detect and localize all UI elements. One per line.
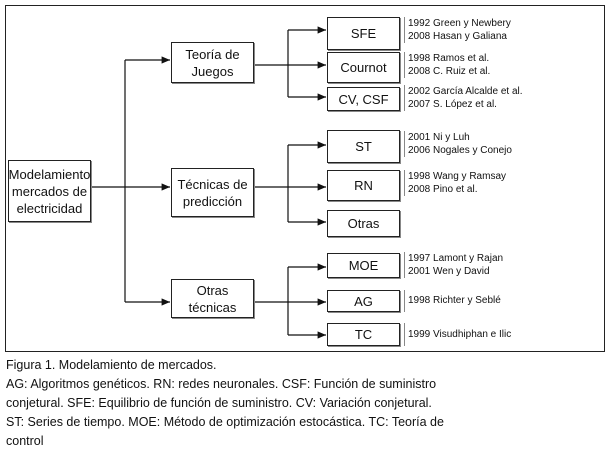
refs-moe: 1997 Lamont y Rajan 2001 Wen y David [404,252,503,278]
caption-line: control [6,434,44,448]
leaf-rn: RN [327,170,400,201]
node-tecnicas-prediccion: Técnicas de predicción [171,168,254,217]
root-node: Modelamiento mercados de electricidad [8,160,91,222]
caption-line: AG: Algoritmos genéticos. RN: redes neur… [6,377,437,391]
leaf-st: ST [327,130,400,163]
caption-line: conjetural. SFE: Equilibrio de función d… [6,396,432,410]
leaf-tc: TC [327,323,400,346]
refs-st: 2001 Ni y Luh 2006 Nogales y Conejo [404,131,512,157]
leaf-otras: Otras [327,210,400,237]
refs-cournot: 1998 Ramos et al. 2008 C. Ruiz et al. [404,52,490,78]
leaf-moe: MOE [327,253,400,278]
refs-cv-csf: 2002 García Alcalde et al. 2007 S. López… [404,85,523,111]
leaf-sfe: SFE [327,17,400,50]
caption-title: Figura 1. Modelamiento de mercados. [6,358,217,372]
refs-tc: 1999 Visudhiphan e Ilic [404,323,511,346]
leaf-cournot: Cournot [327,52,400,83]
refs-rn: 1998 Wang y Ramsay 2008 Pino et al. [404,170,506,196]
leaf-cv-csf: CV, CSF [327,87,400,111]
figure-caption: Figura 1. Modelamiento de mercados. AG: … [6,356,606,451]
node-otras-tecnicas: Otras técnicas [171,279,254,318]
node-teoria-juegos: Teoría de Juegos [171,42,254,83]
refs-sfe: 1992 Green y Newbery 2008 Hasan y Galian… [404,17,511,43]
caption-line: ST: Series de tiempo. MOE: Método de opt… [6,415,444,429]
diagram-frame [5,5,605,352]
refs-ag: 1998 Richter y Seblé [404,290,501,312]
leaf-ag: AG [327,290,400,312]
